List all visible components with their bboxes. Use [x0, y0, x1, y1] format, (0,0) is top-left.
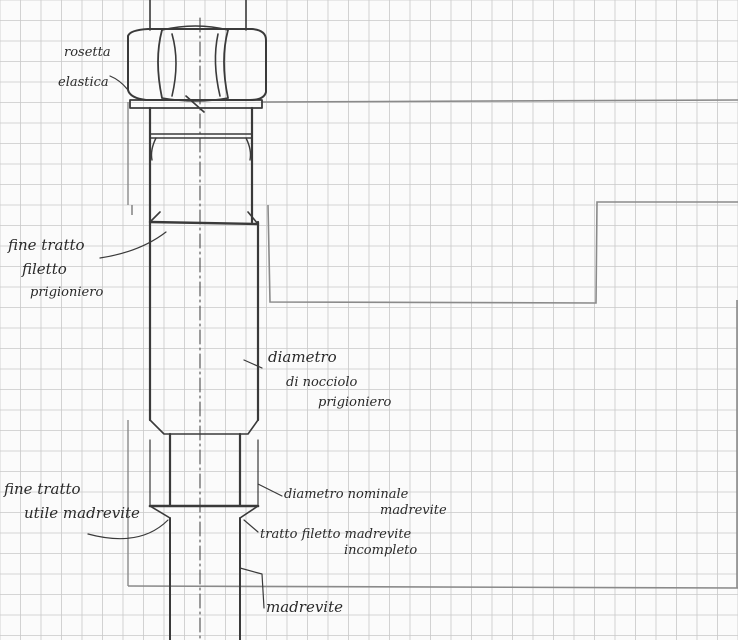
label-stud-thread-end-line-1: fine tratto — [7, 236, 85, 254]
label-incomplete-thread-line-1: tratto filetto madrevite — [260, 527, 412, 542]
stud-top-end — [149, 0, 247, 31]
label-nut-thread-end-line-2: utile madrevite — [24, 504, 140, 522]
base-plate-outline — [127, 300, 738, 589]
hex-nut — [127, 25, 267, 102]
label-incomplete-thread-line-2: incompleto — [344, 543, 417, 558]
stud-body — [148, 106, 260, 435]
label-nut-thread-end: fine tratto utile madrevite — [3, 480, 140, 522]
clamped-plate-outline — [131, 99, 738, 304]
label-washer-line-2: elastica — [58, 75, 109, 90]
label-nut-thread-line-1: madrevite — [266, 598, 343, 616]
label-nut-nominal-diameter: diametro nominale madrevite — [284, 487, 447, 518]
label-stud-core-diameter: diametro di nocciolo prigioniero — [268, 348, 391, 410]
label-incomplete-thread: tratto filetto madrevite incompleto — [260, 527, 417, 558]
stud-assembly-drawing — [87, 0, 738, 640]
label-washer-line-1: rosetta — [64, 45, 111, 60]
label-nominal-diameter-line-1: diametro nominale — [284, 487, 409, 502]
label-nut-thread-end-line-1: fine tratto — [3, 480, 81, 498]
label-washer: rosetta elastica — [58, 45, 111, 90]
spring-washer — [129, 95, 263, 113]
label-core-diameter-line-2: di nocciolo — [286, 375, 358, 390]
label-core-diameter-line-1: diametro — [268, 348, 337, 366]
label-stud-thread-end-line-3: prigioniero — [30, 285, 103, 300]
label-core-diameter-line-3: prigioniero — [318, 395, 391, 410]
leader-lines — [87, 75, 283, 609]
label-nominal-diameter-line-2: madrevite — [380, 503, 447, 518]
stud-threaded-end — [148, 432, 260, 640]
label-nut-thread: madrevite — [266, 598, 343, 616]
label-stud-thread-end: fine tratto filetto prigioniero — [7, 236, 103, 300]
label-stud-thread-end-line-2: filetto — [21, 260, 67, 278]
